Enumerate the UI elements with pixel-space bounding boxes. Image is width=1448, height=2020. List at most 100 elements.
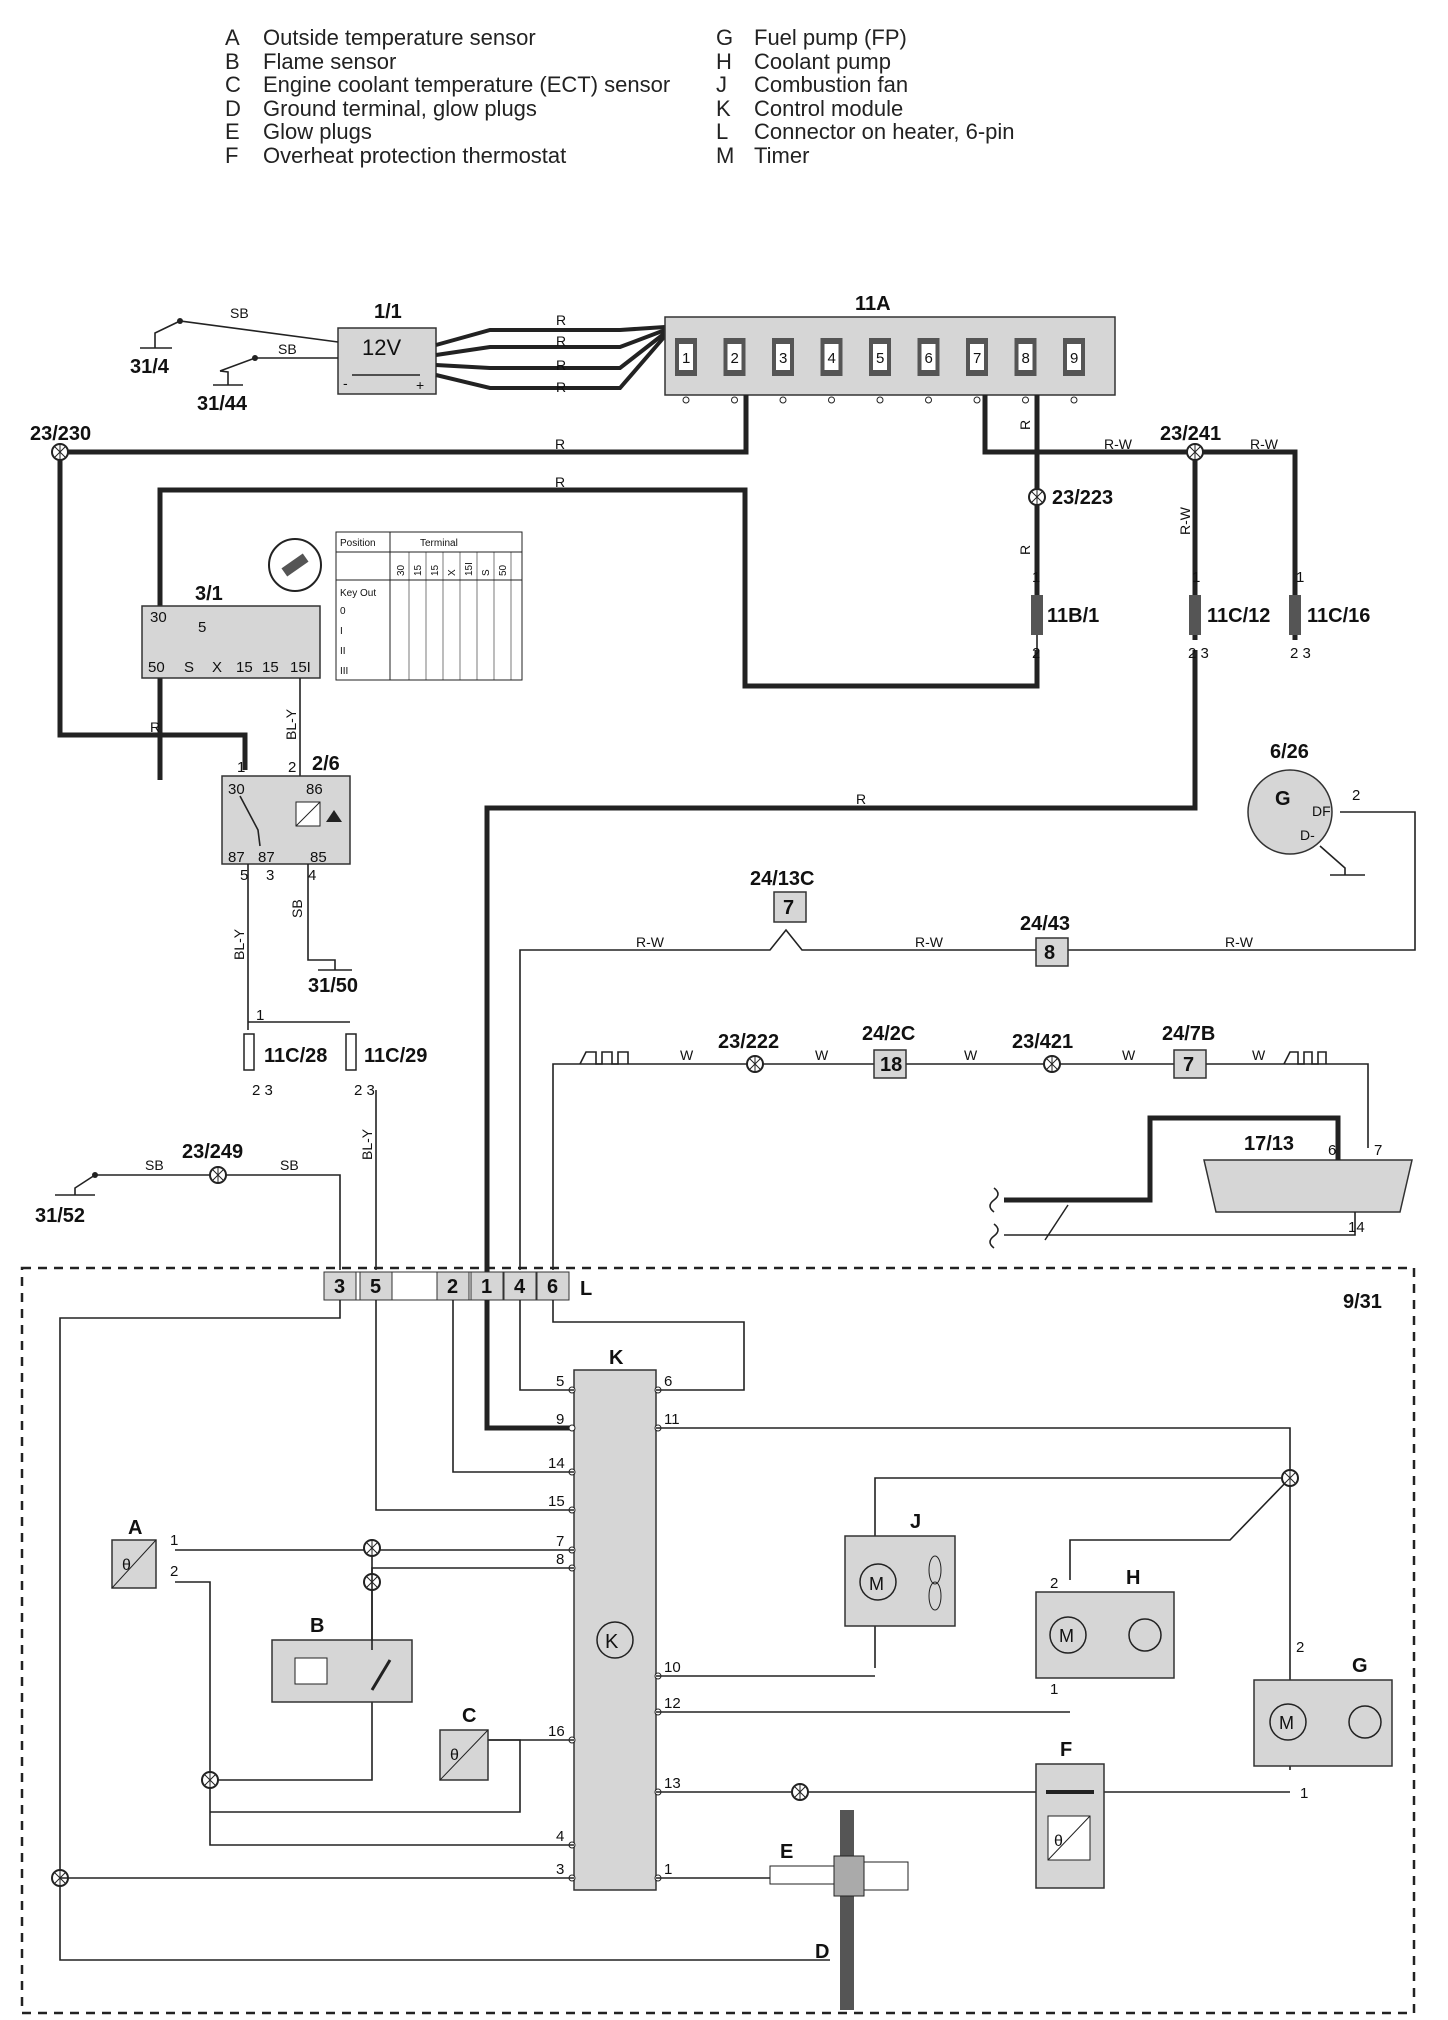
legend-key: F: [225, 142, 239, 168]
svg-text:BL-Y: BL-Y: [283, 708, 299, 740]
svg-text:2 3: 2 3: [1290, 645, 1311, 662]
fuse-number: 3: [779, 350, 787, 367]
fuse-number: 2: [731, 350, 739, 367]
k-left-terminal: [568, 1424, 576, 1432]
svg-text:2: 2: [1352, 787, 1360, 804]
l-pin-label: 6: [547, 1276, 558, 1298]
fuse-face: [1018, 344, 1033, 370]
splice-23-241: 23/241: [1160, 423, 1221, 461]
svg-text:1: 1: [1296, 569, 1304, 586]
svg-text:D-: D-: [1300, 827, 1315, 843]
legend-key: B: [225, 48, 240, 74]
svg-text:R-W: R-W: [1104, 436, 1133, 452]
svg-text:+: +: [416, 377, 424, 393]
k-right-pin: 6: [664, 1373, 672, 1390]
k-left-pin: 8: [556, 1551, 564, 1568]
table-row-label: 0: [340, 606, 346, 617]
svg-text:R: R: [555, 474, 565, 490]
svg-text:4: 4: [308, 867, 316, 884]
splice-23-223: 23/223: [1028, 487, 1113, 509]
legend-key: M: [716, 142, 735, 168]
k-left-pin: 9: [556, 1411, 564, 1428]
svg-text:R: R: [856, 791, 866, 807]
svg-text:G: G: [1275, 788, 1291, 810]
svg-text:2 3: 2 3: [252, 1082, 273, 1099]
table-col-label: 15: [413, 564, 424, 576]
svg-text:W: W: [680, 1047, 694, 1063]
combustion-fan-j: M J: [844, 1511, 956, 1627]
l-pin-label: 5: [370, 1276, 381, 1298]
svg-text:1: 1: [170, 1532, 178, 1549]
table-col-label: 15: [430, 564, 441, 576]
svg-text:3/1: 3/1: [195, 583, 223, 605]
table-col-label: 15I: [464, 562, 475, 576]
l-pin-box: [536, 1271, 570, 1301]
ignition-table: [335, 531, 523, 681]
fuse-number: 8: [1022, 350, 1030, 367]
ignition-pin-label: 50: [148, 659, 165, 676]
k-left-pin: 15: [548, 1493, 565, 1510]
svg-text:1: 1: [256, 1007, 264, 1024]
svg-text:1: 1: [1300, 1785, 1308, 1802]
svg-text:1: 1: [1192, 569, 1200, 586]
svg-text:31/44: 31/44: [197, 393, 248, 415]
svg-text:2: 2: [1032, 645, 1040, 662]
legend-text: Glow plugs: [263, 119, 372, 144]
svg-text:31/50: 31/50: [308, 975, 358, 997]
svg-text:31/52: 31/52: [35, 1205, 85, 1227]
svg-text:11A: 11A: [855, 293, 891, 315]
table-col-label: 30: [396, 564, 407, 576]
legend-text: Timer: [754, 142, 810, 168]
legend-text: Connector on heater, 6-pin: [754, 119, 1015, 144]
ignition-pin-label: 15: [262, 659, 279, 676]
fuse-terminal: [973, 396, 981, 404]
svg-text:2/6: 2/6: [312, 753, 340, 775]
fuse-number: 6: [925, 350, 933, 367]
l-pin-box: [436, 1271, 470, 1301]
svg-text:23/421: 23/421: [1012, 1031, 1073, 1053]
svg-text:F: F: [1060, 1739, 1072, 1761]
svg-text:23/222: 23/222: [718, 1031, 779, 1053]
svg-text:M: M: [1279, 1713, 1294, 1733]
l-connector-frame: [323, 1271, 570, 1301]
fuse-terminal: [731, 396, 738, 404]
svg-text:5: 5: [240, 867, 248, 884]
svg-text:7: 7: [783, 897, 794, 919]
fuse-terminal: [925, 396, 932, 404]
svg-text:R: R: [556, 379, 566, 395]
svg-text:-: -: [343, 375, 348, 391]
svg-text:B: B: [310, 1615, 324, 1637]
table-row-label: III: [340, 666, 348, 677]
svg-text:R: R: [1017, 545, 1033, 555]
l-pin-label: 4: [514, 1276, 526, 1298]
svg-text:11C/28: 11C/28: [264, 1045, 327, 1067]
svg-text:R: R: [555, 436, 565, 452]
battery-cables: R R R R: [435, 312, 667, 395]
fuse-face: [727, 344, 742, 370]
svg-text:D: D: [815, 1941, 829, 1963]
l-pin-label: 2: [447, 1276, 458, 1298]
fuse-face: [921, 344, 936, 370]
splice-23-230: 23/230: [30, 423, 91, 461]
ignition-pin-label: X: [212, 659, 222, 676]
svg-text:1: 1: [1050, 1681, 1058, 1698]
k-left-pin: 3: [556, 1861, 564, 1878]
l-pin-label: 3: [334, 1276, 345, 1298]
fuse-terminal: [828, 396, 835, 404]
svg-text:J: J: [910, 1511, 921, 1533]
ground-31-4: 31/4 SB: [130, 305, 339, 378]
table-key-out: Key Out: [340, 588, 376, 599]
svg-text:24/2C: 24/2C: [862, 1023, 915, 1045]
fuse-terminal: [779, 396, 787, 404]
svg-text:2: 2: [1050, 1575, 1058, 1592]
svg-text:23/249: 23/249: [182, 1141, 243, 1163]
svg-text:R: R: [556, 312, 566, 328]
